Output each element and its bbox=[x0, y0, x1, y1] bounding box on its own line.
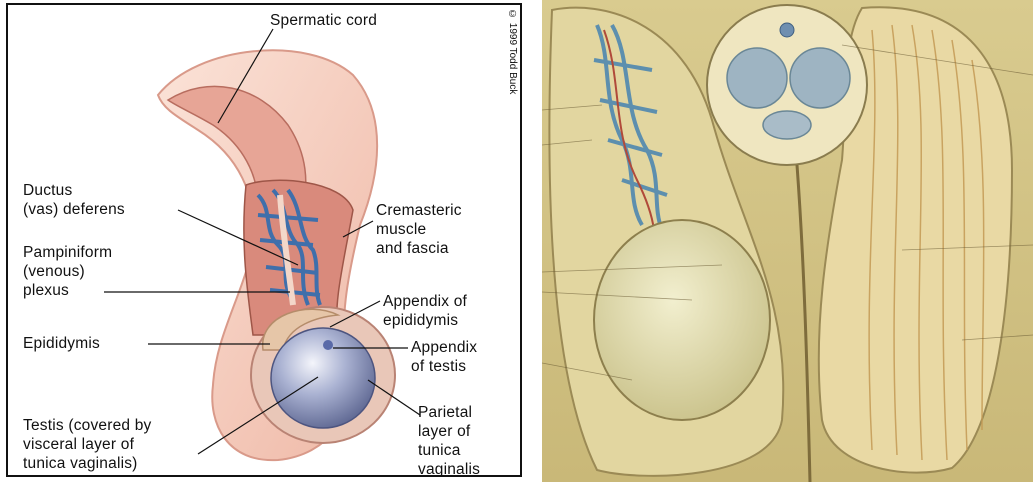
label-spermatic-cord: Spermatic cord bbox=[270, 11, 377, 30]
label-ductus-deferens: Ductus (vas) deferens bbox=[23, 181, 125, 219]
corpus-spongiosum-shape bbox=[763, 111, 811, 139]
anatomical-painting-panel bbox=[542, 0, 1033, 482]
scrotum-diagram-panel: Spermatic cord Ductus (vas) deferens Cre… bbox=[6, 3, 522, 477]
corpus-cavernosum-left-shape bbox=[727, 48, 787, 108]
label-cremasteric: Cremasteric muscle and fascia bbox=[376, 201, 462, 258]
label-epididymis: Epididymis bbox=[23, 334, 100, 353]
copyright-text: © 1999 Todd Buck bbox=[502, 9, 518, 159]
anatomical-painting bbox=[542, 0, 1033, 482]
testis-shape bbox=[271, 328, 375, 428]
label-parietal-layer: Parietal layer of tunica vaginalis bbox=[418, 403, 480, 477]
label-appendix-epididymis: Appendix of epididymis bbox=[383, 292, 467, 330]
label-pampiniform: Pampiniform (venous) plexus bbox=[23, 243, 112, 300]
label-testis: Testis (covered by visceral layer of tun… bbox=[23, 416, 152, 473]
corpus-cavernosum-right-shape bbox=[790, 48, 850, 108]
appendix-testis-shape bbox=[323, 340, 333, 350]
label-appendix-testis: Appendix of testis bbox=[411, 338, 477, 376]
left-testis-shape bbox=[594, 220, 770, 420]
